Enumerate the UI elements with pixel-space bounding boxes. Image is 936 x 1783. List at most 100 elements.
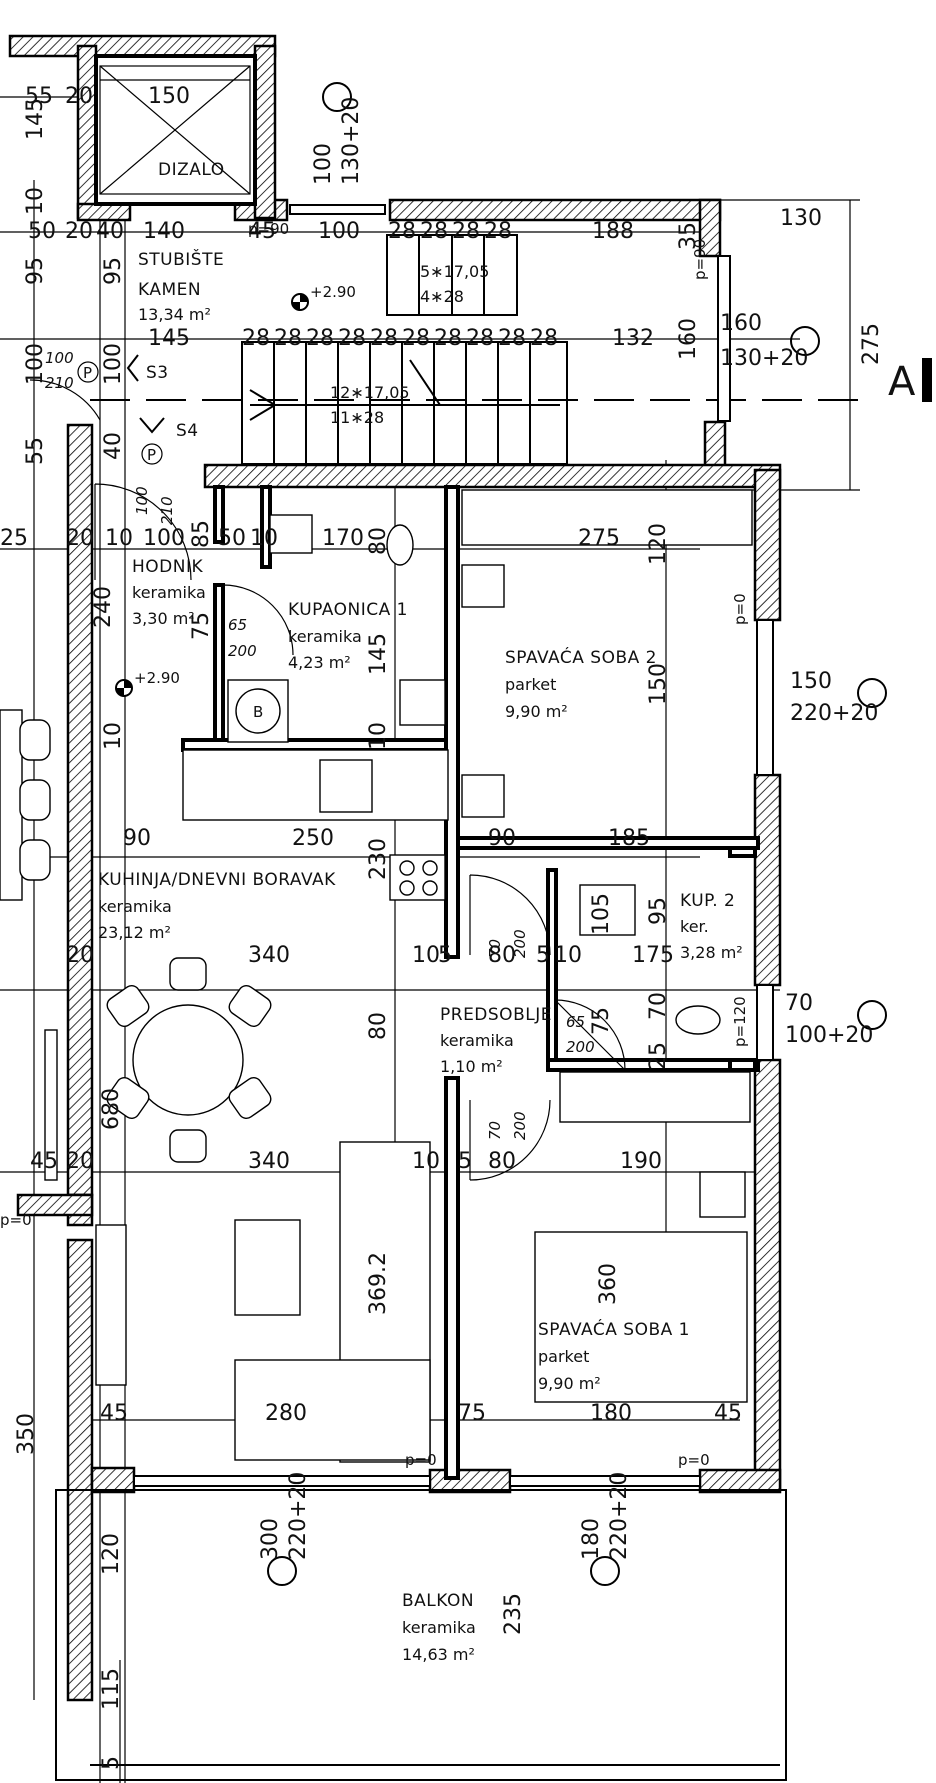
dim-label: 10 (101, 722, 126, 750)
stair-upper-1: 5∗17,05 (420, 262, 489, 281)
dim-label: 275 (859, 323, 884, 365)
w-bottom-left-width: 300 (258, 1518, 283, 1560)
dim-label: 20 (65, 219, 93, 244)
p-label: P (147, 446, 156, 464)
dim-label: 170 (322, 526, 364, 551)
dim-label: 28 (402, 326, 430, 351)
dim-label: 20 (66, 943, 94, 968)
dim-label: 160 (676, 318, 701, 360)
dim-label: 175 (632, 943, 674, 968)
stubiste-name: STUBIŠTE (138, 248, 224, 270)
kup2-name: KUP. 2 (680, 891, 735, 911)
dim-label: 10 (412, 943, 440, 968)
s3-label: S3 (146, 363, 169, 383)
dim-label: 80 (366, 527, 391, 555)
stair-lower-1: 12∗17,05 (330, 383, 410, 402)
parapet-5: p=0 (405, 1451, 437, 1469)
dim-label: 360 (596, 1263, 621, 1305)
dim-label: 55 (25, 84, 53, 109)
w-right-top-width: 160 (720, 311, 762, 336)
dim-label: 10 (412, 1149, 440, 1174)
level-stair: +2.90 (310, 283, 356, 301)
dim-label: 5 (536, 943, 550, 968)
stair-symbols: S3 S4 P P B (77, 354, 263, 721)
dim-label: 250 (292, 826, 334, 851)
dim-label: 28 (306, 326, 334, 351)
dim-label: 275 (578, 526, 620, 551)
hodnik-name: HODNIK (132, 557, 203, 577)
stair-treads (241, 234, 568, 465)
section-marker (922, 358, 932, 402)
level-markers: +2.90 +2.90 (115, 283, 356, 697)
dim-label: 28 (434, 326, 462, 351)
dim-label: 130 (780, 206, 822, 231)
parapet-labels: p=90 p=90 p=0 p=120 p=0 p=0 p=0 (0, 220, 749, 1469)
w-right-mid-height: 220+20 (790, 701, 878, 726)
predsoblje-name: PREDSOBLJE (440, 1005, 552, 1025)
dim-label: 100 (23, 343, 48, 385)
hodnik-area: 3,30 m² (132, 609, 195, 628)
w-top-height: 130+20 (339, 97, 364, 185)
dim-label: 90 (488, 826, 516, 851)
opening-labels: 100 130+20 160 130+20 150 220+20 70 100+… (45, 82, 887, 1586)
dim-label: 40 (101, 432, 126, 460)
door-kup2-h: 200 (566, 1038, 595, 1056)
dim-label: 180 (590, 1401, 632, 1426)
dim-label: 115 (99, 1668, 124, 1710)
door-stair-w: 100 (45, 349, 74, 367)
dim-label: 28 (338, 326, 366, 351)
parapet-2: p=90 (691, 239, 709, 280)
door-sob1-h: 200 (511, 1111, 529, 1140)
dizalo-label: DIZALO (158, 160, 225, 180)
door-sob2-h: 200 (511, 929, 529, 958)
dim-label: 340 (248, 1149, 290, 1174)
predsoblje-floor: keramika (440, 1031, 514, 1050)
w-bottom-right-width: 180 (579, 1518, 604, 1560)
w-top-width: 100 (311, 143, 336, 185)
dim-label: 45 (248, 219, 276, 244)
dim-label: 95 (646, 897, 671, 925)
kup2-area: 3,28 m² (680, 943, 743, 962)
dim-label: 28 (242, 326, 270, 351)
dim-label: 50 (28, 219, 56, 244)
stubiste-material: KAMEN (138, 280, 201, 300)
parapet-3: p=0 (731, 593, 749, 625)
dim-label: 80 (488, 943, 516, 968)
dim-label: 185 (608, 826, 650, 851)
dim-label: 145 (23, 98, 48, 140)
door-sob2-w: 70 (486, 939, 504, 958)
dim-label: 100 (143, 526, 185, 551)
dim-label: 85 (189, 520, 214, 548)
dim-label: 120 (646, 523, 671, 565)
dim-label: 25 (646, 1042, 671, 1070)
kup2-floor: ker. (680, 917, 709, 936)
dim-label: 105 (589, 893, 614, 935)
dim-label: 75 (458, 1401, 486, 1426)
dim-label: 100 (318, 219, 360, 244)
kupaonica1-floor: keramika (288, 627, 362, 646)
spavaca1-floor: parket (538, 1347, 589, 1366)
spavaca1-name: SPAVAĆA SOBA 1 (538, 1318, 690, 1340)
dim-label: 95 (101, 257, 126, 285)
dim-label: 120 (99, 1533, 124, 1575)
dim-label: 28 (370, 326, 398, 351)
dim-label: 5 (458, 1149, 472, 1174)
balkon-name: BALKON (402, 1591, 474, 1611)
balkon-area: 14,63 m² (402, 1645, 475, 1664)
dim-label: 140 (143, 219, 185, 244)
balcony-outline (55, 1489, 787, 1781)
dim-label: 75 (189, 612, 214, 640)
dim-label: 25 (0, 526, 28, 551)
door-hodnik-h: 210 (158, 496, 176, 525)
door-sob1-w: 70 (486, 1121, 504, 1140)
level-hall: +2.90 (134, 669, 180, 687)
parapet-6: p=0 (678, 1451, 710, 1469)
s4-label: S4 (176, 421, 199, 441)
spavaca2-name: SPAVAĆA SOBA 2 (505, 646, 657, 668)
dim-label: 28 (420, 219, 448, 244)
dim-label: 28 (466, 326, 494, 351)
dim-label: 10 (366, 722, 391, 750)
interior-walls (181, 485, 760, 1480)
dim-label: 75 (589, 1007, 614, 1035)
stair-upper-2: 4∗28 (420, 287, 464, 306)
